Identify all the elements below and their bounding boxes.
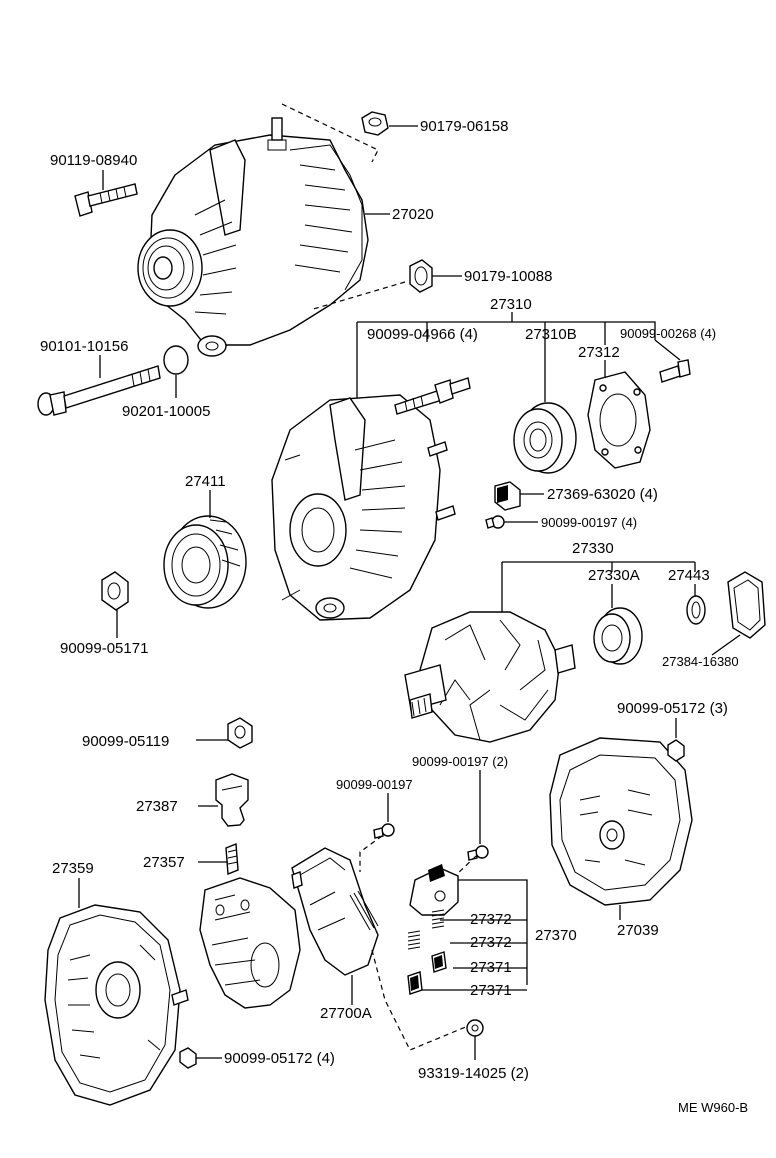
part-label-27700A: 27700A — [320, 1005, 372, 1022]
part-label-27384-16380: 27384-16380 — [662, 654, 739, 669]
part-label-27370: 27370 — [535, 927, 577, 944]
part-label-90099-05119: 90099-05119 — [82, 733, 169, 750]
brush-holder-part — [409, 864, 459, 916]
part-label-90099-05172-4: 90099-05172 (4) — [224, 1050, 335, 1067]
washer-part — [163, 345, 189, 375]
pulley-part — [163, 515, 247, 609]
bearing-part — [513, 402, 577, 474]
nut-part — [361, 111, 389, 136]
nut-part — [466, 1019, 484, 1037]
part-label-27310: 27310 — [490, 296, 532, 313]
dashed-guide — [309, 281, 406, 311]
part-label-27369-63020: 27369-63020 (4) — [547, 486, 658, 503]
bearing-part — [593, 607, 643, 665]
nut-part — [667, 739, 685, 762]
part-label-27443: 27443 — [668, 567, 710, 584]
screw-part — [373, 823, 395, 839]
part-label-90201-10005: 90201-10005 — [122, 403, 210, 420]
clip-part — [494, 481, 521, 511]
part-label-27310B: 27310B — [525, 326, 577, 343]
cover-part — [727, 571, 766, 639]
part-label-90099-00197-2: 90099-00197 (2) — [412, 754, 508, 769]
part-label-27357: 27357 — [143, 854, 185, 871]
part-label-27330: 27330 — [572, 540, 614, 557]
bolt-part — [74, 183, 138, 217]
regulator-part — [291, 847, 379, 976]
part-label-90099-04966: 90099-04966 (4) — [367, 326, 478, 343]
stud-part — [394, 377, 471, 415]
brush-part — [431, 951, 447, 973]
part-label-27039: 27039 — [617, 922, 659, 939]
part-label-90101-10156: 90101-10156 — [40, 338, 128, 355]
dashed-guide — [359, 835, 383, 872]
ring-part — [686, 595, 706, 625]
screw-part — [485, 515, 505, 529]
leader-line — [711, 634, 741, 656]
rectifier-part — [199, 842, 301, 1009]
screw-part — [467, 845, 489, 861]
alternator-assembly-part — [137, 117, 369, 357]
part-label-90099-00197: 90099-00197 — [336, 777, 413, 792]
group-bracket-27370 — [420, 879, 528, 991]
nut-part — [409, 259, 433, 293]
leader-line — [654, 339, 681, 361]
rear-cover-part — [44, 904, 189, 1106]
part-label-90099-05171: 90099-05171 — [60, 640, 148, 657]
part-label-27020: 27020 — [392, 206, 434, 223]
part-label-90099-00268: 90099-00268 (4) — [620, 326, 716, 341]
rotor-part — [404, 611, 576, 743]
nut-part — [101, 571, 129, 611]
spring-part — [431, 909, 445, 929]
part-label-27359: 27359 — [52, 860, 94, 877]
part-label-27371-a: 27371 — [470, 959, 512, 976]
through-bolt-part — [37, 365, 161, 416]
part-label-27411: 27411 — [185, 473, 226, 490]
brush-part — [407, 971, 423, 995]
part-label-93319-14025: 93319-14025 (2) — [418, 1065, 529, 1082]
dashed-guide — [371, 949, 469, 1051]
part-label-27387: 27387 — [136, 798, 178, 815]
part-label-90179-06158: 90179-06158 — [420, 118, 508, 135]
insulator-part — [215, 773, 249, 827]
diagram-code: ME W960-B — [678, 1100, 748, 1115]
screw-part — [659, 359, 691, 383]
part-label-27330A: 27330A — [588, 567, 640, 584]
rear-end-cover-part — [549, 737, 693, 906]
part-label-90099-05172-3: 90099-05172 (3) — [617, 700, 728, 717]
part-label-27372-b: 27372 — [470, 934, 512, 951]
nut-part — [179, 1047, 197, 1069]
drive-end-frame-part — [271, 394, 456, 621]
part-label-27312: 27312 — [578, 344, 620, 361]
group-bracket-27310 — [356, 312, 656, 400]
part-label-90179-10088: 90179-10088 — [464, 268, 552, 285]
group-bracket-27330 — [501, 561, 696, 620]
part-label-90099-00197-4: 90099-00197 (4) — [541, 515, 637, 530]
part-label-27371-b: 27371 — [470, 982, 512, 999]
part-label-90119-08940: 90119-08940 — [50, 152, 137, 169]
retainer-plate-part — [587, 371, 651, 469]
spring-part — [407, 930, 421, 950]
nut-part — [227, 717, 253, 749]
part-label-27372-a: 27372 — [470, 911, 512, 928]
